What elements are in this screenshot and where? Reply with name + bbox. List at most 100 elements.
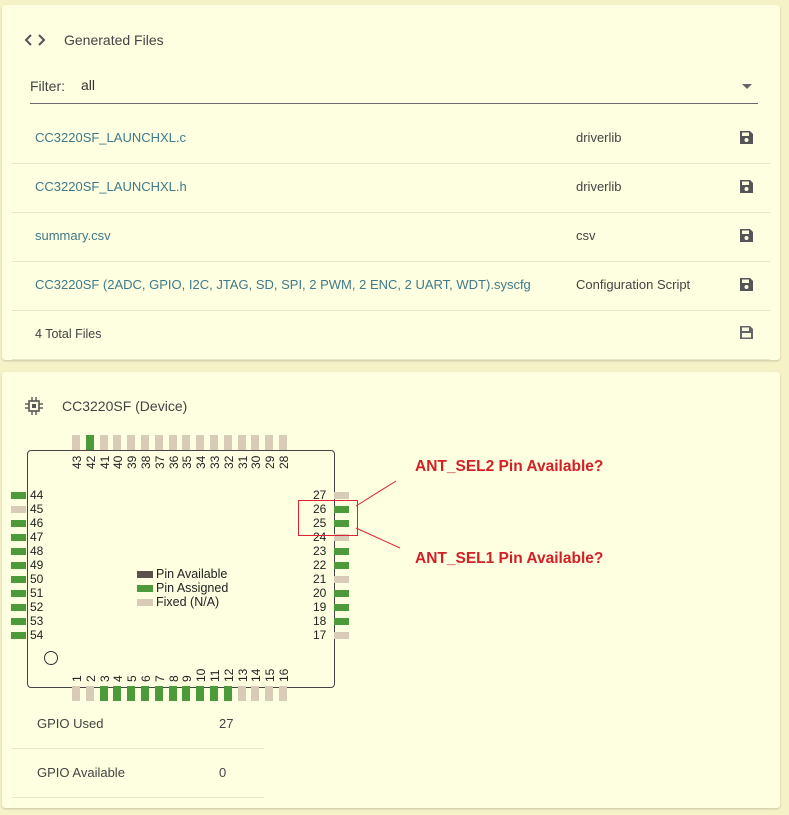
save-all-icon[interactable]: [739, 325, 754, 340]
pin-30[interactable]: [251, 435, 260, 450]
pin-39[interactable]: [127, 435, 136, 450]
pin-label: 47: [30, 530, 44, 544]
pin-8[interactable]: [168, 686, 177, 701]
save-icon[interactable]: [739, 130, 754, 145]
pin-20[interactable]: [334, 590, 349, 597]
pin-label: 43: [70, 455, 84, 469]
gpio-available-label: GPIO Available: [37, 765, 125, 780]
file-link[interactable]: CC3220SF (2ADC, GPIO, I2C, JTAG, SD, SPI…: [35, 277, 531, 292]
pin-9[interactable]: [182, 686, 191, 701]
pin-label: 25: [313, 516, 327, 530]
pin-label: 29: [263, 455, 278, 469]
pin-16[interactable]: [279, 686, 287, 701]
file-link[interactable]: summary.csv: [35, 228, 111, 243]
total-files-row: 4 Total Files: [12, 311, 770, 360]
legend-swatch-available: [137, 570, 153, 578]
filter-select[interactable]: Filter: all: [30, 75, 758, 104]
pin-35[interactable]: [182, 435, 191, 450]
pin-45[interactable]: [11, 506, 26, 513]
pin-1[interactable]: [72, 686, 80, 701]
file-link[interactable]: CC3220SF_LAUNCHXL.h: [35, 179, 187, 194]
pin-42[interactable]: [85, 435, 94, 450]
pin-47[interactable]: [11, 534, 26, 541]
pin-label: 11: [208, 669, 222, 682]
pin-15[interactable]: [265, 686, 274, 701]
filter-value[interactable]: all: [81, 77, 96, 93]
pin-54[interactable]: [11, 632, 26, 639]
pin-31[interactable]: [237, 435, 246, 450]
pin-44[interactable]: [11, 492, 26, 499]
pin-label: 7: [152, 675, 167, 682]
pin-label: 26: [313, 502, 327, 516]
pin-label: 37: [152, 455, 167, 469]
pin-label: 54: [30, 628, 44, 642]
pin-label: 1: [70, 675, 84, 682]
pin-4[interactable]: [113, 686, 122, 701]
pin-7[interactable]: [154, 686, 163, 701]
gpio-stats: GPIO Used 27 GPIO Available 0: [12, 700, 264, 798]
pin-41[interactable]: [99, 435, 108, 450]
pin-11[interactable]: [210, 686, 218, 701]
annotation-ant-sel1: ANT_SEL1 Pin Available?: [415, 550, 604, 567]
chevron-down-icon[interactable]: [742, 84, 752, 89]
pin-label: 41: [97, 455, 112, 469]
filter-label: Filter:: [30, 78, 65, 94]
save-icon[interactable]: [739, 277, 754, 292]
pin-label: 52: [30, 600, 44, 614]
pin-49[interactable]: [11, 562, 26, 569]
pin-21[interactable]: [334, 576, 349, 583]
pin-label: 32: [221, 455, 236, 469]
save-icon[interactable]: [739, 179, 754, 194]
pin-12[interactable]: [223, 686, 232, 701]
pin-10[interactable]: [196, 686, 205, 701]
file-link[interactable]: CC3220SF_LAUNCHXL.c: [35, 130, 187, 145]
device-header: CC3220SF (Device): [24, 396, 187, 416]
pin-2[interactable]: [85, 686, 94, 701]
total-files-count: 4 Total Files: [35, 327, 102, 341]
pin-13[interactable]: [237, 686, 246, 701]
pin-53[interactable]: [11, 618, 26, 625]
pin-36[interactable]: [168, 435, 177, 450]
pin-52[interactable]: [11, 604, 26, 611]
pin-27[interactable]: [334, 492, 349, 499]
pin-label: 42: [83, 455, 98, 469]
pin-legend: Pin Available Pin Assigned Fixed (N/A): [137, 567, 228, 609]
pin-5[interactable]: [127, 686, 136, 701]
pin-6[interactable]: [141, 686, 149, 701]
pin-32[interactable]: [223, 435, 232, 450]
pin-label: 50: [30, 572, 44, 586]
pin-50[interactable]: [11, 576, 26, 583]
pin-14[interactable]: [251, 686, 260, 701]
pin-46[interactable]: [11, 520, 26, 527]
pin-3[interactable]: [99, 686, 108, 701]
pin-label: 10: [194, 668, 209, 682]
pin-34[interactable]: [196, 435, 205, 450]
pin-22[interactable]: [334, 562, 349, 569]
file-row: CC3220SF_LAUNCHXL.c driverlib: [12, 115, 770, 164]
pin-label: 28: [277, 455, 291, 469]
pin-43[interactable]: [72, 435, 80, 450]
pin-26[interactable]: [334, 506, 349, 513]
pin-label: 36: [166, 455, 181, 469]
legend-swatch-assigned: [137, 584, 153, 592]
pin-40[interactable]: [113, 435, 122, 450]
pin-28[interactable]: [279, 435, 287, 450]
save-icon[interactable]: [739, 228, 754, 243]
pin-17[interactable]: [334, 632, 349, 639]
pin-18[interactable]: [334, 618, 349, 625]
pin-51[interactable]: [11, 590, 26, 597]
pin-37[interactable]: [154, 435, 163, 450]
pin-25[interactable]: [334, 520, 349, 527]
pin-19[interactable]: [334, 604, 349, 611]
pin-label: 31: [235, 455, 250, 469]
generated-files-panel: Generated Files Filter: all CC3220SF_LAU…: [2, 5, 780, 360]
pin-33[interactable]: [210, 435, 218, 450]
pin-label: 4: [111, 675, 126, 682]
pin-48[interactable]: [11, 548, 26, 555]
pin-29[interactable]: [265, 435, 274, 450]
pin-label: 9: [180, 675, 195, 682]
pin-label: 44: [30, 488, 44, 502]
pin-23[interactable]: [334, 548, 349, 555]
pin-24[interactable]: [334, 534, 349, 541]
pin-38[interactable]: [141, 435, 149, 450]
